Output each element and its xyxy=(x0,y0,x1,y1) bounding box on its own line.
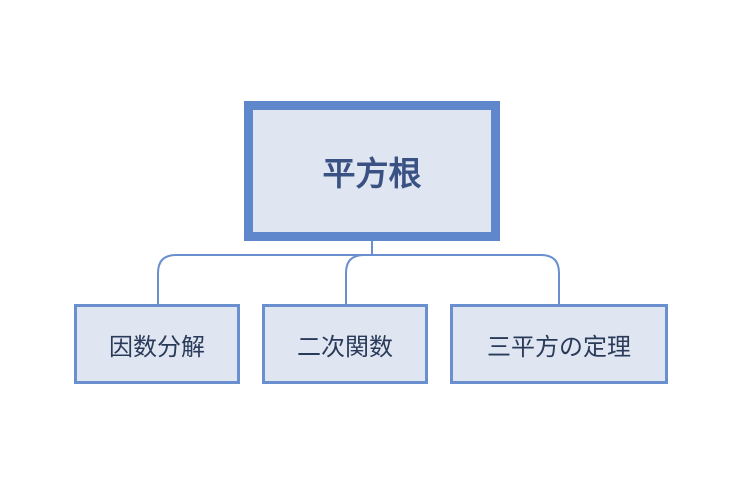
child-node-2: 二次関数 xyxy=(262,304,428,384)
connector-to-child-1 xyxy=(157,254,177,304)
child-node-1: 因数分解 xyxy=(74,304,240,384)
child-node-2-label: 二次関数 xyxy=(297,332,393,361)
child-node-3: 三平方の定理 xyxy=(450,304,668,384)
child-node-3-label: 三平方の定理 xyxy=(487,332,631,361)
root-node-label: 平方根 xyxy=(322,154,422,193)
child-node-1-label: 因数分解 xyxy=(109,332,205,361)
connector-to-child-2 xyxy=(345,254,365,304)
root-node: 平方根 xyxy=(244,101,500,241)
connector-to-child-3 xyxy=(540,254,560,304)
